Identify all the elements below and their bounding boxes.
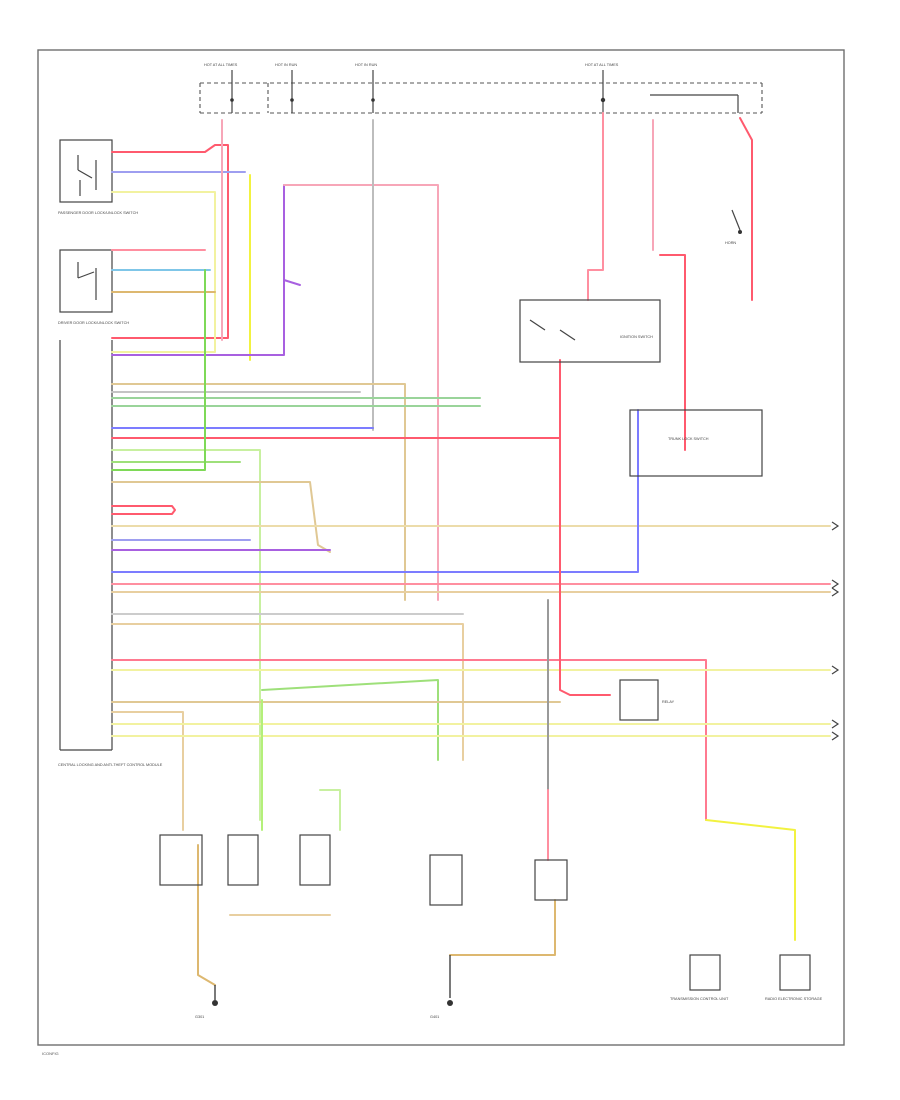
wire-yellow-1 <box>111 191 216 353</box>
wire-red-5 <box>587 112 604 301</box>
passenger-door-switch-label: PASSENGER DOOR LOCK/UNLOCK SWITCH <box>58 211 138 215</box>
wire-red-7 <box>659 254 686 451</box>
wire-tan-9 <box>197 844 216 986</box>
passenger-door-switch <box>59 139 113 203</box>
ccm-label: CENTRAL LOCKING AND ANTI-THEFT CONTROL M… <box>58 763 163 767</box>
wire-yellow-5 <box>705 819 796 941</box>
horn-label: HORN <box>725 241 736 245</box>
fuse-box-1-label: HOT AT ALL TIMES <box>204 63 238 67</box>
fuse-box-3-label: HOT IN RUN <box>355 63 377 67</box>
fuse-box-4-label: HOT AT ALL TIMES <box>585 63 619 67</box>
driver-door-switch <box>59 249 113 313</box>
trunk-switch-label: TRUNK LOCK SWITCH <box>668 437 709 441</box>
ignition-label: IGNITION SWITCH <box>620 335 653 339</box>
wire-tan-8 <box>449 899 556 956</box>
wire-ltgreen-1 <box>319 789 341 831</box>
wire-blue-4 <box>111 409 639 573</box>
top-fuse-bus <box>199 70 763 114</box>
wire-tan-7 <box>111 711 184 831</box>
wire-pink-3 <box>111 659 707 821</box>
wire-red-1 <box>111 144 229 339</box>
footer-code: ICONFIG <box>42 1051 59 1056</box>
fuse-box-2-label: HOT IN RUN <box>275 63 297 67</box>
wire-tan-2 <box>111 481 331 553</box>
relay-box <box>619 679 659 721</box>
ignition-switch <box>519 299 661 363</box>
ground-right-label: G401 <box>430 1015 439 1019</box>
transmission-label: TRANSMISSION CONTROL UNIT <box>670 997 729 1001</box>
transmission-control-unit <box>689 954 721 991</box>
wire-tan-1 <box>111 383 406 601</box>
wire-red-6 <box>739 117 753 301</box>
wire-green-3 <box>111 449 261 821</box>
radio-label: RADIO ELECTRONIC STORAGE <box>765 997 823 1001</box>
trunk-switch <box>629 409 763 477</box>
wire-harness <box>111 112 831 986</box>
diagram-frame <box>37 49 845 1046</box>
wire-violet-1 <box>111 184 285 356</box>
wire-green-5 <box>111 269 206 471</box>
relay-label: RELAY <box>662 700 675 704</box>
ground-right <box>447 955 453 1006</box>
driver-door-switch-label: DRIVER DOOR LOCK/UNLOCK SWITCH <box>58 321 129 325</box>
ground-left-label: G301 <box>195 1015 204 1019</box>
wire-tan-5 <box>111 623 464 761</box>
horn <box>731 209 742 234</box>
ground-left <box>212 985 218 1006</box>
wire-violet-2 <box>283 279 301 286</box>
wire-green-6 <box>261 679 439 761</box>
wire-pink-h <box>283 184 439 601</box>
central-control-module <box>59 340 113 751</box>
right-arrows <box>831 521 840 741</box>
lower-switches <box>159 834 568 906</box>
radio-unit <box>779 954 811 991</box>
wire-red-loop <box>111 505 176 515</box>
wire-red-4 <box>559 359 611 696</box>
